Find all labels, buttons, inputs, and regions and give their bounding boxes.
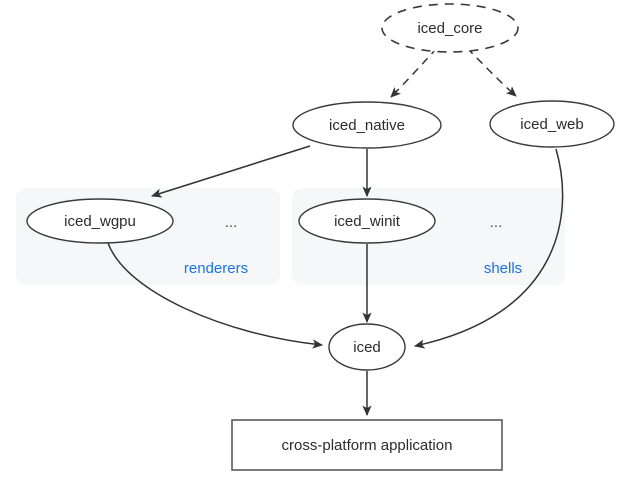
node-iced-native-label: iced_native [329,117,405,134]
node-application-label: cross-platform application [282,437,453,454]
node-iced-native[interactable]: iced_native [292,101,442,149]
node-iced-web-label: iced_web [520,116,583,133]
node-iced-core[interactable]: iced_core [381,3,519,53]
renderers-group-label: renderers [184,260,248,277]
edge-iced-core-to-iced-web [466,47,517,97]
shells-group-label: shells [484,260,522,277]
edge-iced-core-to-iced-native [390,47,438,98]
node-iced-web[interactable]: iced_web [489,100,615,148]
shells-ellipsis: ... [490,214,503,231]
node-iced-winit[interactable]: iced_winit [298,198,436,244]
node-iced-wgpu-label: iced_wgpu [64,213,136,230]
node-iced-core-label: iced_core [417,20,482,37]
node-application[interactable]: cross-platform application [231,419,503,471]
edge-iced-native-to-iced-wgpu [150,145,311,198]
edge-iced-wgpu-to-iced [107,242,324,349]
node-iced-label: iced [353,339,381,356]
renderers-ellipsis: ... [225,214,238,231]
node-iced-winit-label: iced_winit [334,213,401,230]
edge-iced-web-to-iced [413,148,564,349]
node-iced[interactable]: iced [328,323,406,371]
node-iced-wgpu[interactable]: iced_wgpu [26,198,174,244]
